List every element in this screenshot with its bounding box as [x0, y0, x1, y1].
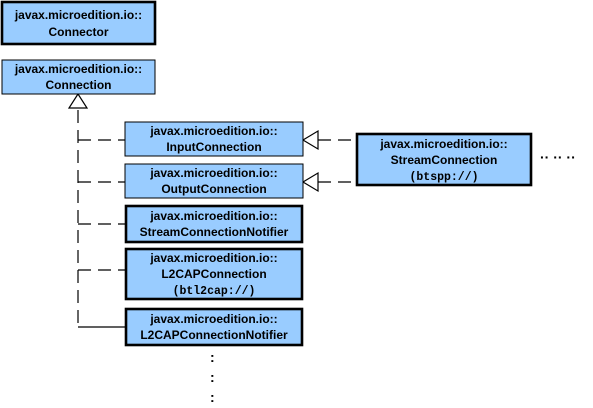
- ellipsis-right: ·· ·· ··: [540, 149, 576, 165]
- input-connection-box: javax.microedition.io:: InputConnection: [124, 121, 304, 157]
- l2cap-connection-package: javax.microedition.io::: [149, 251, 277, 265]
- inheritance-arrowhead-connection: [67, 92, 89, 109]
- inheritance-arrowhead-input: [301, 129, 319, 151]
- output-connection-class: OutputConnection: [161, 182, 266, 196]
- ellipsis-bottom-2: :: [210, 369, 215, 385]
- stream-connection-class: StreamConnection: [391, 153, 498, 167]
- l2cap-connection-class: L2CAPConnection: [161, 267, 266, 281]
- stream-connection-notifier-class: StreamConnectionNotifier: [140, 225, 289, 239]
- l2cap-connection-protocol: (btl2cap://): [173, 285, 256, 298]
- ellipsis-bottom-3: :: [210, 389, 215, 405]
- l2cap-connection-box: javax.microedition.io:: L2CAPConnection …: [124, 247, 304, 301]
- l2cap-connection-notifier-package: javax.microedition.io::: [149, 312, 277, 326]
- stream-connection-box: javax.microedition.io:: StreamConnection…: [355, 132, 533, 187]
- connection-box: javax.microedition.io:: Connection: [1, 59, 156, 95]
- input-connection-class: InputConnection: [166, 140, 261, 154]
- stream-connection-notifier-box: javax.microedition.io:: StreamConnection…: [124, 204, 304, 244]
- connection-class: Connection: [46, 78, 112, 92]
- connector-class: Connector: [49, 25, 109, 39]
- connector-package: javax.microedition.io::: [14, 8, 142, 22]
- input-connection-package: javax.microedition.io::: [149, 124, 277, 138]
- output-connection-box: javax.microedition.io:: OutputConnection: [124, 163, 304, 199]
- l2cap-connection-notifier-class: L2CAPConnectionNotifier: [140, 328, 288, 342]
- ellipsis-bottom-1: :: [210, 349, 215, 365]
- stream-connection-notifier-package: javax.microedition.io::: [149, 209, 277, 223]
- inheritance-arrowhead-output: [301, 171, 319, 193]
- stream-connection-protocol: (btspp://): [409, 171, 478, 184]
- l2cap-connection-notifier-box: javax.microedition.io:: L2CAPConnectionN…: [124, 307, 304, 347]
- output-connection-package: javax.microedition.io::: [149, 166, 277, 180]
- stream-connection-package: javax.microedition.io::: [379, 137, 507, 151]
- connector-box: javax.microedition.io:: Connector: [0, 0, 157, 46]
- connection-package: javax.microedition.io::: [14, 62, 142, 76]
